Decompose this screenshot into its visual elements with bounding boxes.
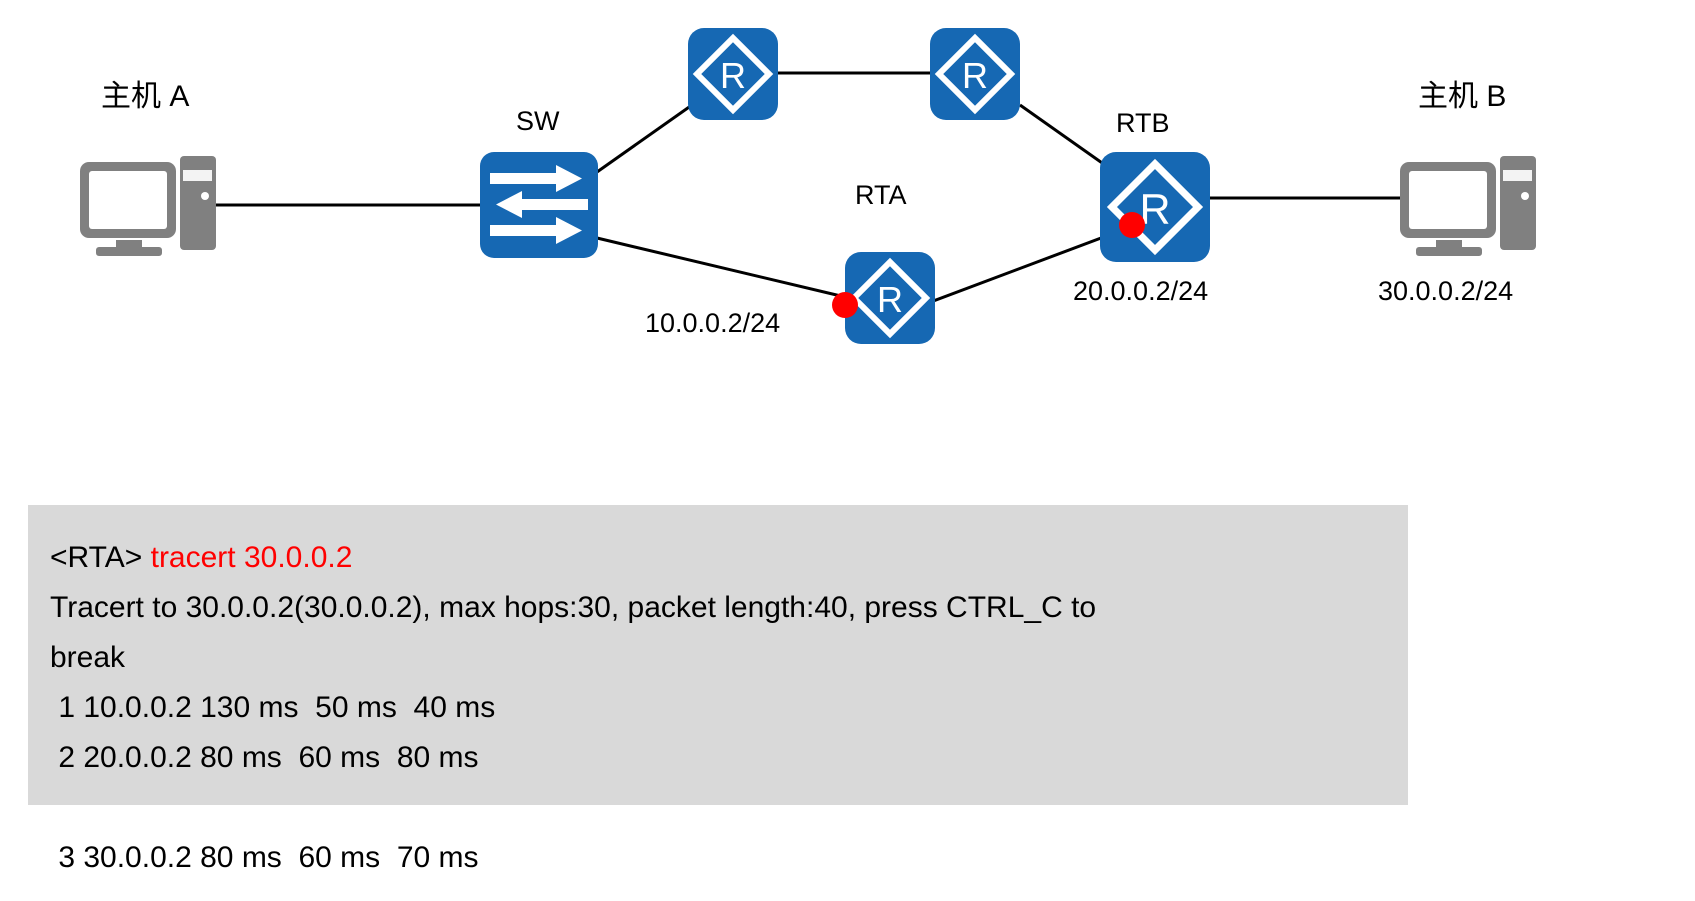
router-icon: R	[849, 257, 931, 339]
svg-text:R: R	[720, 55, 746, 96]
desktop-pc-icon	[80, 156, 216, 256]
host-b-pc[interactable]	[1400, 148, 1536, 258]
svg-text:R: R	[877, 279, 903, 320]
ip-label-host-b: 30.0.0.2/24	[1378, 276, 1514, 306]
ip-label-rta: 10.0.0.2/24	[645, 308, 781, 338]
router-rta[interactable]: R	[845, 252, 935, 344]
ip-label-rtb: 20.0.0.2/24	[1073, 276, 1209, 306]
desktop-pc-icon	[1400, 156, 1536, 256]
console-text: <RTA> tracert 30.0.0.2 Tracert to 30.0.0…	[28, 505, 1408, 874]
console-background	[28, 505, 1408, 805]
switch-sw[interactable]	[480, 152, 598, 258]
router-icon: R	[934, 33, 1016, 115]
console-command: tracert 30.0.0.2	[150, 541, 353, 574]
router-top-right[interactable]: R	[930, 28, 1020, 120]
console-line-1: Tracert to 30.0.0.2(30.0.0.2), max hops:…	[50, 591, 1097, 624]
router-icon: R	[1106, 158, 1204, 256]
console-line-5: 3 30.0.0.2 80 ms 60 ms 70 ms	[50, 841, 479, 874]
console-line-4: 2 20.0.0.2 80 ms 60 ms 80 ms	[50, 741, 479, 774]
host-a-label: 主机 A	[101, 80, 190, 113]
host-a-pc[interactable]	[80, 148, 216, 258]
host-b-label: 主机 B	[1418, 80, 1507, 113]
network-topology-diagram: 主机 A SW R	[80, 28, 1536, 344]
switch-icon	[490, 165, 588, 244]
switch-label: SW	[516, 106, 560, 136]
console-command-line: <RTA> tracert 30.0.0.2	[50, 533, 1408, 583]
router-rtb[interactable]: R	[1100, 152, 1210, 262]
console-line-3: 1 10.0.0.2 130 ms 50 ms 40 ms	[50, 691, 496, 724]
svg-text:R: R	[962, 55, 988, 96]
link-sw-router-top-left	[596, 103, 693, 174]
router-top-left[interactable]: R	[688, 28, 778, 120]
console-prompt: <RTA>	[50, 541, 151, 574]
console-line-2: break	[50, 641, 126, 674]
router-rta-label: RTA	[855, 180, 907, 210]
router-rtb-label: RTB	[1116, 108, 1170, 138]
router-icon: R	[692, 33, 774, 115]
console-output-panel: <RTA> tracert 30.0.0.2 Tracert to 30.0.0…	[28, 505, 1408, 874]
link-sw-rta	[596, 236, 846, 299]
link-router-top-right-rtb	[1019, 103, 1106, 167]
interface-marker-rtb	[1119, 212, 1145, 238]
interface-marker-rta	[832, 292, 858, 318]
